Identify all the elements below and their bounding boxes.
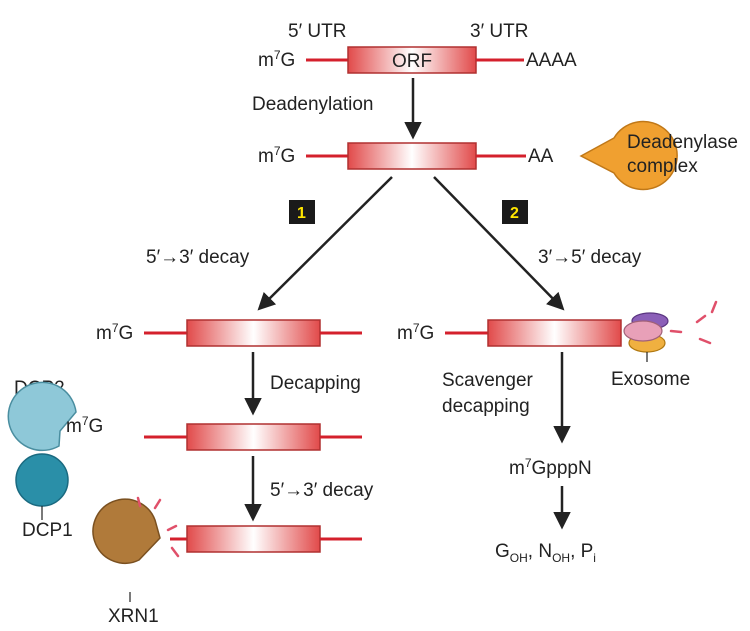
step-1-number: 1 <box>297 205 306 222</box>
utr5-label: 5′ UTR <box>288 21 346 42</box>
deadenylated-mrna: m7G AA <box>258 142 554 170</box>
dcp2-m7g: m7G <box>66 414 103 437</box>
m7gpppn-product: m7GpppN <box>509 456 592 479</box>
left-mrna-degrading <box>170 525 362 553</box>
final-products: GOH, NOH, Pi <box>495 541 596 565</box>
orf-label: ORF <box>392 51 432 72</box>
exosome-icon <box>623 312 669 353</box>
step-1-badge: 1 <box>289 200 315 224</box>
path2-decay-label: 3′→5′ decay <box>538 247 642 268</box>
left-mrna-decapped <box>144 423 362 451</box>
deadenylation-label: Deadenylation <box>252 94 373 115</box>
mrna-box <box>347 142 477 170</box>
step-2-badge: 2 <box>502 200 528 224</box>
deadenylase-label-2: complex <box>627 156 698 177</box>
dcp2-icon <box>7 381 77 452</box>
cap-m7g: m7G <box>258 144 295 167</box>
deadenylase-complex-icon <box>579 120 678 191</box>
utr3-label: 3′ UTR <box>470 21 528 42</box>
right-mrna: m7G <box>397 319 622 347</box>
xrn1-label: XRN1 <box>108 606 159 627</box>
step-2-number: 2 <box>510 205 519 222</box>
path2-arrow <box>433 176 565 311</box>
polya-tail: AAAA <box>526 50 577 71</box>
path1-decay-label: 5′→3′ decay <box>146 247 250 268</box>
top-mrna: m7G ORF AAAA <box>258 46 577 74</box>
xrn1-nucleotide-fragments <box>136 496 180 558</box>
dcp1-label: DCP1 <box>22 520 73 541</box>
cap-m7g: m7G <box>258 48 295 71</box>
cap-m7g: m7G <box>96 321 133 344</box>
decapping-label: Decapping <box>270 373 361 394</box>
mrna-box <box>487 319 622 347</box>
left-decay-label-2: 5′→3′ decay <box>270 480 374 501</box>
left-mrna-capped: m7G <box>96 319 362 347</box>
short-polya: AA <box>528 146 554 167</box>
path1-arrow <box>257 176 393 311</box>
mrna-box <box>186 525 321 553</box>
scavenger-label-2: decapping <box>442 396 530 417</box>
exosome-label: Exosome <box>611 369 690 390</box>
mrna-box <box>186 423 321 451</box>
xrn1-icon <box>92 498 161 564</box>
mrna-box <box>186 319 321 347</box>
scavenger-label-1: Scavenger <box>442 370 534 391</box>
cap-m7g: m7G <box>397 321 434 344</box>
exosome-nucleotide-fragments <box>669 300 718 345</box>
dcp1-icon <box>15 453 69 507</box>
deadenylase-label-1: Deadenylase <box>627 132 738 153</box>
